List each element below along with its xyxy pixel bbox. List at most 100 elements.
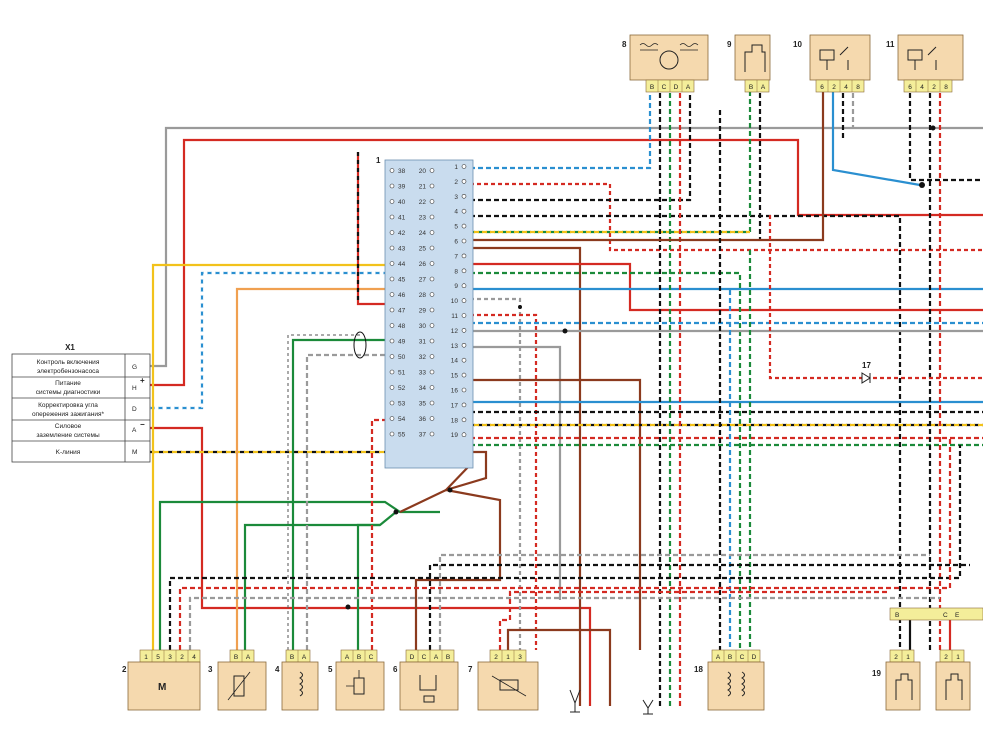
connector-pin-label: B — [650, 84, 654, 91]
heater-icon — [499, 679, 519, 691]
component-7-number: 7 — [468, 665, 473, 674]
ecu-pin-label: 29 — [419, 308, 427, 315]
connector-pin-label: A — [345, 654, 350, 661]
ecu-pin-label: 35 — [419, 401, 427, 408]
connector-pin-label: A — [686, 84, 691, 91]
wire-yellow — [151, 263, 390, 650]
ecu-pin-label: 6 — [454, 239, 458, 246]
connector-pin-label: 5 — [156, 654, 160, 661]
wire-brown-a — [150, 426, 592, 706]
connector-pin-label: 2 — [944, 654, 948, 661]
ecu-pin-dot — [389, 385, 395, 390]
component-10-number: 10 — [793, 40, 802, 49]
coil-icon — [727, 671, 745, 697]
ecu-pin-dot — [429, 400, 435, 406]
x1-row5-label1: K-линия — [56, 449, 81, 456]
ecu-pin-label: 30 — [419, 323, 427, 330]
component-6-number: 6 — [393, 665, 398, 674]
ecu-pin-label: 21 — [419, 184, 427, 191]
ecu-pin-dot — [429, 168, 435, 173]
wire-green-48 — [291, 338, 390, 650]
ecu-pin-label: 27 — [419, 277, 427, 284]
connector-pin-label: D — [674, 84, 679, 91]
connector-pin-label: A — [434, 654, 439, 661]
ecu-pin-dot — [461, 342, 467, 348]
ecu-pin-label: 32 — [419, 354, 427, 361]
ecu-pin-dot — [389, 199, 395, 204]
x1-row1-label1: Контроль включения — [37, 359, 100, 366]
thermistor-icon — [233, 675, 245, 697]
connector-pin-label: A — [761, 84, 766, 91]
x1-plus-mark: + — [140, 376, 145, 385]
ecu-pin-label: 55 — [398, 432, 406, 439]
diode-17: 17 — [861, 361, 871, 384]
ecu-pin-dot — [389, 292, 395, 297]
ecu-pin-dot — [389, 307, 395, 313]
connector-pin-label: B — [290, 654, 294, 661]
ecu-pin-dot — [461, 402, 467, 408]
component-5-number: 5 — [328, 665, 333, 674]
ecu-pin-dot — [461, 253, 467, 259]
thermistor-arrow-icon — [227, 671, 251, 701]
ecu-pin-dot — [461, 268, 467, 274]
connector-pin-label: B — [728, 654, 732, 661]
ecu-pin-label: 1 — [454, 164, 458, 171]
connector-pin-label: C — [369, 654, 374, 661]
ecu-pin-dot — [429, 416, 435, 421]
ecu-pin-label: 9 — [454, 283, 458, 290]
wire-gray-g — [150, 126, 983, 368]
ecu-pin-dot — [389, 354, 395, 359]
ecu-pin-label: 53 — [398, 401, 406, 408]
sensor-icon — [744, 44, 766, 72]
ecu-pin-dot — [429, 369, 435, 375]
ground-icon — [642, 699, 654, 715]
ecu-pin-label: 33 — [419, 370, 427, 377]
injector-icon — [895, 673, 913, 700]
connector-pin-label: 2 — [832, 84, 836, 91]
ecu-pin-label: 24 — [419, 230, 427, 237]
ecu-pin-label: 4 — [454, 209, 458, 216]
component-3-number: 3 — [208, 665, 213, 674]
ecu-pin-label: 43 — [398, 246, 406, 253]
connector-pin-label: 1 — [906, 654, 910, 661]
ecu-pin-label: 42 — [398, 230, 406, 237]
ecu-pin-dot — [461, 223, 467, 229]
ecu-pin-label: 25 — [419, 246, 427, 253]
ecu-number: 1 — [376, 156, 381, 165]
ecu-pin-dot — [429, 183, 435, 189]
ecu-pin-dot — [429, 431, 435, 437]
bus-label-b: B — [895, 612, 899, 619]
ecu-pin-label: 38 — [398, 168, 406, 175]
ecu-pin-dot — [461, 238, 467, 244]
bus-label-e: E — [955, 612, 960, 619]
ecu-pin-dot — [389, 338, 395, 344]
connector-pin-label: A — [716, 654, 721, 661]
ecu-pin-label: 8 — [454, 268, 458, 275]
ecu-pin-label: 34 — [419, 385, 427, 392]
ecu-pin-label: 41 — [398, 215, 406, 222]
ecu-pin-label: 50 — [398, 354, 406, 361]
ecu-pin-dot — [389, 276, 395, 282]
ecu-pin-dot — [389, 168, 395, 173]
ecu-pin-label: 12 — [451, 328, 459, 335]
connector-pin-label: 4 — [920, 84, 924, 91]
ecu-pin-dot — [461, 179, 467, 184]
ecu-pin-label: 19 — [451, 432, 459, 439]
connector-pin-label: 2 — [494, 654, 498, 661]
connector-pin-label: 2 — [180, 654, 184, 661]
ecu-pin-dot — [429, 199, 435, 204]
ecu-pin-dot — [429, 338, 435, 344]
ecu-pin-dot — [389, 230, 395, 235]
x1-row5-pin: M — [132, 449, 137, 456]
diode-number: 17 — [862, 361, 871, 370]
ecu-pin-dot — [389, 261, 395, 266]
ecu-pin-dot — [461, 194, 467, 199]
ecu-pin-dot — [461, 164, 467, 169]
component-18-number: 18 — [694, 665, 703, 674]
